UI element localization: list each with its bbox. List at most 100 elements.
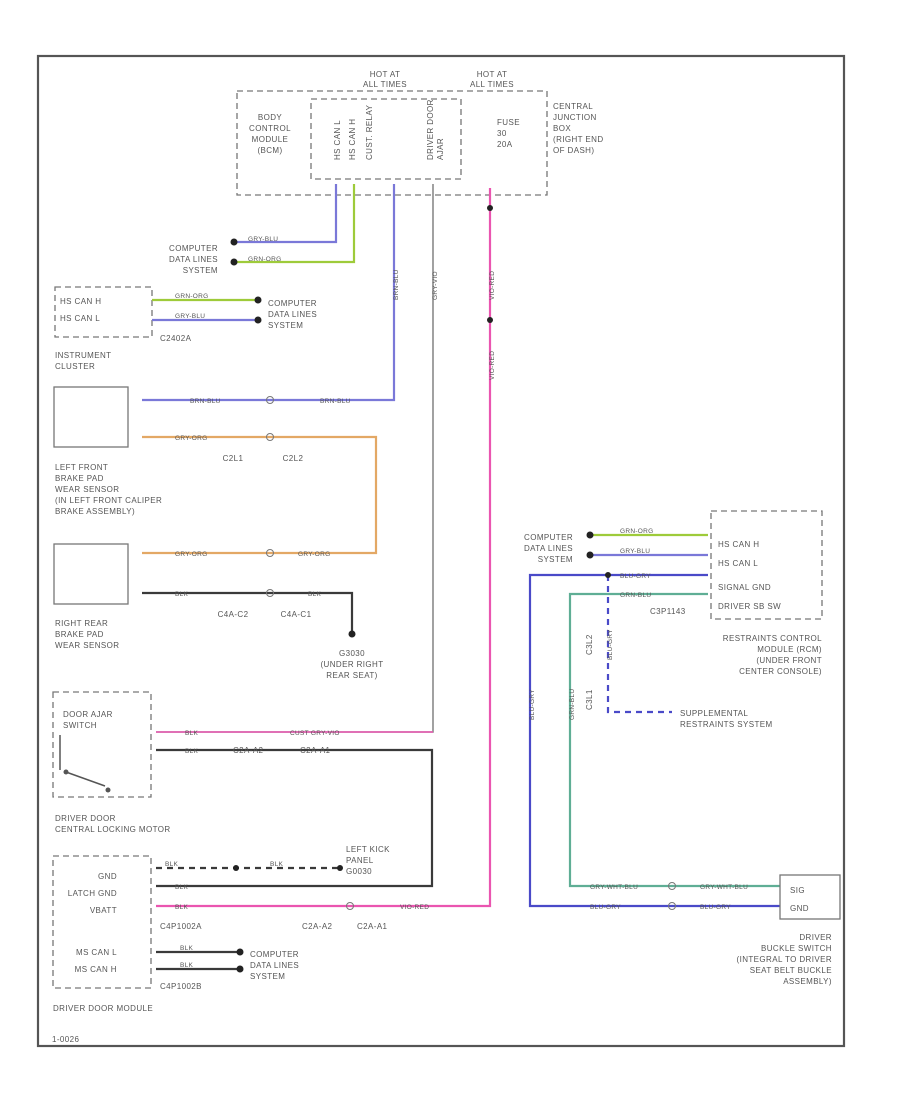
ic-name-2: CLUSTER xyxy=(55,362,95,371)
rcm-cdl-1: COMPUTER xyxy=(524,533,573,542)
lf-brake-5: BRAKE ASSEMBLY) xyxy=(55,507,135,516)
rcm-name-1: RESTRAINTS CONTROL xyxy=(723,634,822,643)
bcm-pin-door: DRIVER DOOR xyxy=(426,99,435,160)
rr-brake-2: BRAKE PAD xyxy=(55,630,104,639)
cjb-label-3: BOX xyxy=(553,124,571,133)
lbl-lf-bn-2: BRN-BLU xyxy=(320,398,351,405)
lbl-gn-vert: GRN-BLU xyxy=(569,689,576,720)
lbl-bn-bu-top: BRN-BLU xyxy=(393,269,400,300)
fuse-dot xyxy=(487,205,493,211)
ic-dot-1 xyxy=(254,296,262,304)
lbl-rcm-gy: GRY-BLU xyxy=(620,548,650,555)
rcm-c1-1: C3L2 xyxy=(585,634,594,655)
footer-code: 1-0026 xyxy=(52,1035,79,1044)
rcm-box xyxy=(710,510,823,620)
lbl-bu-vert: BLU-GRY xyxy=(529,689,536,720)
rcm-pin-3: SIGNAL GND xyxy=(718,583,771,592)
lbl-cust-gy: CUST GRY-VIO xyxy=(290,730,340,737)
rcm-pin-2: HS CAN L xyxy=(718,559,758,568)
lbl-vt-rd-mid: VIO-RED xyxy=(489,351,496,380)
lf-brake-1: LEFT FRONT xyxy=(55,463,108,472)
bcm-pin-hscanh: HS CAN H xyxy=(348,119,357,160)
conn-lf-1: C2L1 xyxy=(223,454,244,463)
lbl-buckle-bu-1: BLU-GRY xyxy=(590,904,621,911)
lbl-ddm-blk-1: BLK xyxy=(165,861,179,868)
wire-bn-bu-top xyxy=(142,184,396,402)
lbl-rr-og-2: GRY-ORG xyxy=(298,551,330,558)
bcm-label-1: BODY xyxy=(258,113,283,122)
fuse-label-2: 30 xyxy=(497,129,507,138)
ic-connector-id: C2402A xyxy=(160,334,192,343)
switch-symbol xyxy=(59,735,111,793)
bcm-pin-custrelay: CUST. RELAY xyxy=(365,104,374,160)
g3030-2: (UNDER RIGHT xyxy=(320,660,383,669)
lbl-ddm-blk-3: BLK xyxy=(175,884,189,891)
wire-rr-blk xyxy=(142,591,354,634)
ddm-pin-mscanl: MS CAN L xyxy=(76,948,117,957)
rr-pin xyxy=(266,589,274,597)
bcm-pin-hscanl: HS CAN L xyxy=(333,120,342,160)
rcm-pin-4: DRIVER SB SW xyxy=(718,602,781,611)
rcm-cdl-3: SYSTEM xyxy=(538,555,573,564)
hot-right-2: ALL TIMES xyxy=(470,80,514,89)
lbl-rcm-bu: BLU-GRY xyxy=(620,573,651,580)
buckle-switch-box xyxy=(779,874,841,920)
fuse-label-1: FUSE xyxy=(497,118,520,127)
ic-pin-2: HS CAN L xyxy=(60,314,100,323)
srs-2: RESTRAINTS SYSTEM xyxy=(680,720,773,729)
ic-cdl-3: SYSTEM xyxy=(268,321,303,330)
wire-lf-og xyxy=(142,435,378,555)
wire-gn-og-top xyxy=(234,184,356,264)
cdl-ddm-1: COMPUTER xyxy=(250,950,299,959)
rcm-cdl-dot-1 xyxy=(586,531,594,539)
buckle-pin-sig: SIG xyxy=(790,886,805,895)
rcm-name-3: (UNDER FRONT xyxy=(756,656,822,665)
ddm-box xyxy=(52,855,152,989)
wire-rcm-sig xyxy=(528,573,780,908)
lbl-rr-og: GRY-ORG xyxy=(175,551,207,558)
ic-cdl-1: COMPUTER xyxy=(268,299,317,308)
ddm-pin-conn xyxy=(346,902,354,910)
lf-pin-3 xyxy=(266,549,274,557)
hot-left-1: HOT AT xyxy=(370,70,401,79)
rr-brake-sensor xyxy=(53,543,129,605)
dd-lock-1: DRIVER DOOR xyxy=(55,814,116,823)
lf-brake-3: WEAR SENSOR xyxy=(55,485,119,494)
ic-connector-box xyxy=(54,286,153,338)
ddm-conn-2: C4P1002B xyxy=(160,982,202,991)
g3030-3: REAR SEAT) xyxy=(326,671,377,680)
lbl-lock-blk: BLK xyxy=(185,748,199,755)
cdl-ddm-2: DATA LINES xyxy=(250,961,299,970)
dd-conn-2: C2A-A1 xyxy=(300,746,331,755)
wire-gy-bu-top xyxy=(234,184,338,244)
bcm-module: BODY CONTROL MODULE (BCM) HS CAN L HS CA… xyxy=(236,70,604,196)
lbl-gy-bu-top: GRY-BLU xyxy=(248,236,278,243)
buckle-pin-conn-2 xyxy=(668,902,676,910)
rcm-pin-1: HS CAN H xyxy=(718,540,759,549)
dd-lock-2: CENTRAL LOCKING MOTOR xyxy=(55,825,171,834)
srs-dot xyxy=(605,572,611,578)
ddm-pin-vbatt: VBATT xyxy=(90,906,117,915)
door-ajar-switch-box xyxy=(52,691,152,798)
lbl-ddm-ms2: BLK xyxy=(180,962,194,969)
cdl-dot-2 xyxy=(230,258,238,266)
cdl-dot-1 xyxy=(230,238,238,246)
fuse-label-3: 20A xyxy=(497,140,513,149)
buckle-2: BUCKLE SWITCH xyxy=(761,944,832,953)
ddm-name: DRIVER DOOR MODULE xyxy=(53,1004,153,1013)
rcm-cdl-2: DATA LINES xyxy=(524,544,573,553)
cjb-label-4: (RIGHT END xyxy=(553,135,604,144)
wire-srs xyxy=(606,575,672,714)
lbl-lf-og: GRY-ORG xyxy=(175,435,207,442)
srs-1: SUPPLEMENTAL xyxy=(680,709,748,718)
conn-lf-2: C2L2 xyxy=(283,454,304,463)
lbl-ddm-blk-4: BLK xyxy=(175,904,189,911)
rcm-cdl-dot-2 xyxy=(586,551,594,559)
lbl-buckle-gn-1: GRY-WHT-BLU xyxy=(590,884,638,891)
wire-blk-lock xyxy=(156,748,434,888)
rr-brake-3: WEAR SENSOR xyxy=(55,641,119,650)
lf-pin-2 xyxy=(266,433,274,441)
lbl-ddm-vt: VIO-RED xyxy=(400,904,429,911)
ajar-sw-2: SWITCH xyxy=(63,721,97,730)
conn-bot-2: C2A-A1 xyxy=(357,922,388,931)
